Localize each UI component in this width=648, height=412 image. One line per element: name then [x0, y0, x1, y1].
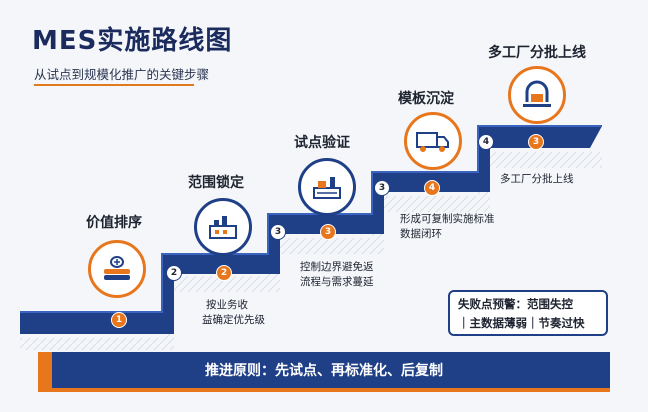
stage-4-badge: 4 — [424, 180, 440, 196]
stage-1-icon-circle — [88, 240, 146, 298]
stage-1-title: 价值排序 — [86, 215, 142, 231]
stage-2-step-number: 2 — [166, 265, 182, 281]
stair-path — [20, 126, 602, 334]
principle-banner — [38, 352, 610, 388]
page-subtitle: 从试点到规模化推广的关键步骤 — [34, 67, 210, 82]
factory-icon — [209, 216, 237, 239]
stage-2-badge: 2 — [216, 265, 232, 281]
magnet-icon — [523, 80, 551, 107]
stage-4-desc-line-1: 多工厂分批上线 — [500, 173, 574, 185]
truck-icon — [416, 132, 449, 152]
stage-2-title: 范围锁定 — [188, 175, 244, 191]
stage-3-title: 试点验证 — [294, 135, 350, 151]
stage-5-badge: 3 — [528, 134, 544, 150]
stage-3-desc-line-1: 形成可复制实施标准 — [400, 213, 495, 225]
banner-underline — [38, 388, 610, 392]
subtitle-underline — [34, 84, 194, 86]
stage-4-step-number: 3 — [374, 180, 390, 196]
stage-5-icon-circle — [508, 66, 566, 124]
warning-line-1: 失败点预警：范围失控 — [458, 297, 573, 311]
failure-warning-box: 失败点预警：范围失控 ｜主数据薄弱｜节奏过快 — [448, 290, 608, 336]
stage-3-desc-line-2: 数据闭环 — [400, 228, 442, 240]
stage-5-step-number: 4 — [478, 134, 494, 150]
machine-icon — [313, 177, 341, 199]
stage-2-icon-circle — [194, 198, 252, 256]
money-stack-icon — [104, 256, 130, 280]
stage-1-step-badge: 1 — [111, 312, 127, 328]
banner-accent — [38, 352, 52, 388]
stage-3-badge: 3 — [320, 224, 336, 240]
stage-4-icon-circle — [404, 112, 462, 170]
banner-text: 推进原则：先试点、再标准化、后复制 — [205, 363, 443, 379]
stage-1-desc-line-2: 益确定优先级 — [202, 314, 265, 326]
warning-line-2: ｜主数据薄弱｜节奏过快 — [458, 316, 585, 330]
stage-3-step-number: 3 — [270, 224, 286, 240]
stage-2-desc-line-2: 流程与需求蔓延 — [300, 276, 374, 288]
stage-4-title: 模板沉淀 — [398, 91, 454, 107]
page-title: MES实施路线图 — [32, 26, 233, 56]
stage-1-desc-line-1: 按业务收 — [206, 299, 248, 311]
stage-2-desc-line-1: 控制边界避免返 — [300, 261, 374, 273]
stage-5-title: 多工厂分批上线 — [488, 45, 586, 61]
stage-3-icon-circle — [298, 158, 356, 216]
